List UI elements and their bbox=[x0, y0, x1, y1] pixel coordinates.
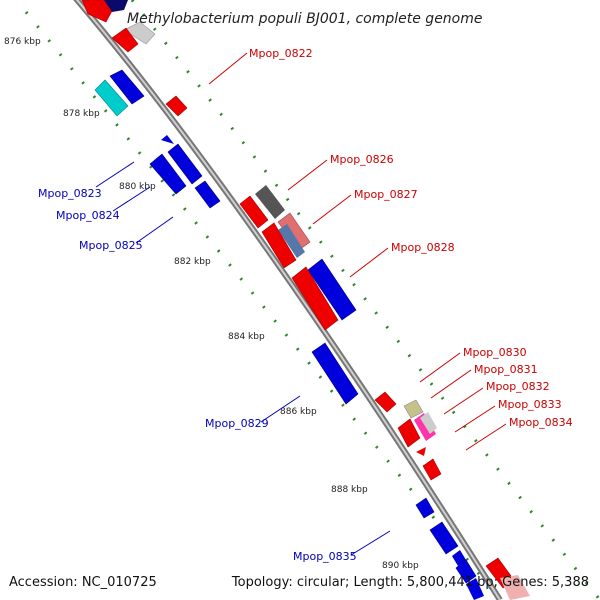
genome-title: Methylobacterium populi BJ001, complete … bbox=[127, 11, 483, 27]
leader-line bbox=[287, 159, 328, 191]
gene-arrow[interactable] bbox=[94, 79, 129, 117]
accession-text: Accession: NC_010725 bbox=[9, 575, 157, 590]
gene-label-mpop-0834[interactable]: Mpop_0834 bbox=[509, 416, 573, 429]
gene-arrow[interactable] bbox=[455, 559, 477, 584]
gene-label-mpop-0825[interactable]: Mpop_0825 bbox=[79, 239, 143, 252]
leader-line bbox=[350, 530, 391, 556]
gene-label-mpop-0831[interactable]: Mpop_0831 bbox=[474, 363, 538, 376]
gene-label-mpop-0824[interactable]: Mpop_0824 bbox=[56, 209, 120, 222]
leader-line bbox=[135, 216, 174, 244]
gene-label-mpop-0833[interactable]: Mpop_0833 bbox=[498, 398, 562, 411]
leader-line bbox=[112, 186, 151, 212]
genome-backbone-highlight bbox=[75, 0, 501, 600]
topology-text: Topology: circular; Length: 5,800,441 bp… bbox=[231, 575, 589, 590]
gene-arrow[interactable] bbox=[109, 69, 145, 105]
tick-label: 876 kbp bbox=[4, 37, 41, 47]
gene-label-mpop-0827[interactable]: Mpop_0827 bbox=[354, 188, 418, 201]
gene-arrow[interactable] bbox=[167, 143, 203, 185]
gene-label-mpop-0830[interactable]: Mpop_0830 bbox=[463, 346, 527, 359]
gene-arrow[interactable] bbox=[165, 95, 188, 117]
gene-label-mpop-0826[interactable]: Mpop_0826 bbox=[330, 153, 394, 166]
gene-arrow[interactable] bbox=[291, 266, 339, 331]
tick-label: 878 kbp bbox=[63, 109, 100, 119]
gene-arrow[interactable] bbox=[397, 418, 421, 448]
leader-line bbox=[454, 405, 496, 433]
outer-tick-rail bbox=[130, 0, 600, 600]
reverse-gene-labels: Mpop_0823 Mpop_0824 Mpop_0825 Mpop_0829 … bbox=[38, 161, 391, 563]
gene-arrow[interactable] bbox=[403, 399, 424, 419]
tick-label: 882 kbp bbox=[174, 257, 211, 267]
leader-line bbox=[465, 423, 507, 451]
leader-line bbox=[95, 161, 135, 188]
gene-label-mpop-0823[interactable]: Mpop_0823 bbox=[38, 187, 102, 200]
gene-arrow[interactable] bbox=[311, 342, 359, 405]
tick-label: 890 kbp bbox=[382, 561, 419, 571]
gene-arrow[interactable] bbox=[123, 21, 156, 45]
gene-arrow[interactable] bbox=[414, 413, 436, 441]
gene-arrow[interactable] bbox=[452, 550, 466, 566]
gene-arrow[interactable] bbox=[500, 575, 530, 600]
leader-line bbox=[443, 387, 484, 415]
gene-arrow[interactable] bbox=[374, 391, 397, 413]
gene-label-mpop-0828[interactable]: Mpop_0828 bbox=[391, 241, 455, 254]
leader-line bbox=[349, 247, 389, 278]
gene-arrow[interactable] bbox=[161, 135, 174, 144]
gene-arrow[interactable] bbox=[278, 224, 305, 258]
gene-arrow[interactable] bbox=[255, 185, 285, 219]
gene-arrow[interactable] bbox=[415, 497, 435, 519]
gene-arrow[interactable] bbox=[239, 195, 269, 229]
gene-arrow[interactable] bbox=[307, 258, 357, 321]
forward-gene-labels: Mpop_0822 Mpop_0826 Mpop_0827 Mpop_0828 … bbox=[208, 47, 573, 451]
gene-label-mpop-0832[interactable]: Mpop_0832 bbox=[486, 380, 550, 393]
gene-label-mpop-0829[interactable]: Mpop_0829 bbox=[205, 417, 269, 430]
tick-label: 884 kbp bbox=[228, 332, 265, 342]
gene-arrow[interactable] bbox=[261, 222, 297, 269]
gene-arrow[interactable] bbox=[422, 458, 442, 481]
reverse-genes bbox=[94, 69, 484, 600]
leader-line bbox=[419, 352, 461, 383]
gene-arrow[interactable] bbox=[429, 521, 459, 555]
gene-label-mpop-0835[interactable]: Mpop_0835 bbox=[293, 550, 357, 563]
tick-labels: 876 kbp 878 kbp 880 kbp 882 kbp 884 kbp … bbox=[4, 37, 419, 571]
gene-label-mpop-0822[interactable]: Mpop_0822 bbox=[249, 47, 313, 60]
gene-arrow[interactable] bbox=[466, 578, 484, 600]
leader-line bbox=[430, 369, 472, 399]
gene-arrow[interactable] bbox=[416, 447, 426, 456]
leader-line bbox=[260, 395, 301, 423]
leader-line bbox=[312, 194, 352, 225]
leader-line bbox=[208, 52, 248, 85]
gene-arrow[interactable] bbox=[194, 180, 221, 209]
tick-label: 888 kbp bbox=[331, 485, 368, 495]
gene-arrow[interactable] bbox=[149, 153, 187, 195]
gene-arrow[interactable] bbox=[104, 0, 128, 12]
gene-arrow[interactable] bbox=[111, 27, 139, 53]
gene-arrow[interactable] bbox=[420, 412, 437, 434]
tick-label: 886 kbp bbox=[280, 407, 317, 417]
forward-genes bbox=[81, 0, 530, 600]
tick-label: 880 kbp bbox=[119, 182, 156, 192]
